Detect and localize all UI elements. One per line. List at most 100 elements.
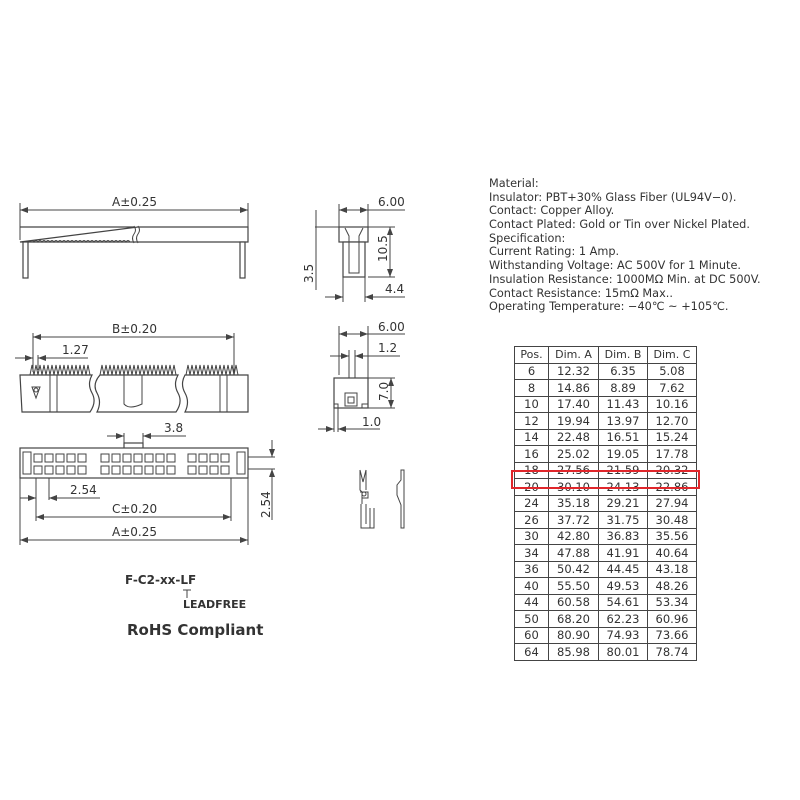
table-cell: 60: [514, 626, 549, 644]
spec-line: Material:: [489, 177, 539, 190]
table-cell: 16.51: [598, 428, 648, 446]
table-cell: 27.56: [548, 461, 599, 479]
table-cell: 8: [514, 379, 549, 397]
table-cell: 40: [514, 577, 549, 595]
leadfree-label: LEADFREE: [183, 598, 247, 611]
table-cell: 21.59: [598, 461, 648, 479]
table-cell: 30.48: [647, 511, 697, 529]
table-cell: 5.08: [647, 362, 697, 380]
table-cell: 6: [514, 362, 549, 380]
table-cell: 36.83: [598, 527, 648, 545]
table-cell: 12: [514, 412, 549, 430]
table-cell: 64: [514, 643, 549, 661]
dim-1-27-label: 1.27: [62, 343, 89, 357]
pin-cavity: [198, 465, 208, 475]
spec-line: Insulation Resistance: 1000MΩ Min. at DC…: [489, 272, 761, 286]
pin-cavity: [66, 465, 76, 475]
pin-cavity: [111, 465, 121, 475]
table-cell: 22.48: [548, 428, 599, 446]
table-cell: 10.16: [647, 395, 697, 413]
table-cell: 14: [514, 428, 549, 446]
dim-10-5-label: 10.5: [376, 235, 390, 262]
pin-cavity: [220, 453, 230, 463]
table-cell: 80.01: [598, 643, 648, 661]
table-cell: 49.53: [598, 577, 648, 595]
table-cell: 74.93: [598, 626, 648, 644]
top-view: 3.8 2.54 2.54 C±0.20 A±0.25: [19, 421, 275, 545]
table-cell: 30: [514, 527, 549, 545]
table-cell: 53.34: [647, 593, 697, 611]
pin-cavity: [166, 465, 176, 475]
table-cell: 60.96: [647, 610, 697, 628]
table-cell: 50: [514, 610, 549, 628]
dim-4-4-label: 4.4: [385, 282, 404, 296]
pin-cavity: [44, 465, 54, 475]
table-cell: 42.80: [548, 527, 599, 545]
pin-cavity: [55, 453, 65, 463]
part-number: F-C2-xx-LF: [125, 573, 197, 587]
dim-2-54-label: 2.54: [70, 483, 97, 497]
table-cell: 55.50: [548, 577, 599, 595]
pin-cavity: [77, 453, 87, 463]
pin-cavity: [44, 453, 54, 463]
table-cell: 35.56: [647, 527, 697, 545]
table-cell: 22.86: [647, 478, 697, 496]
table-cell: 50.42: [548, 560, 599, 578]
table-header-row: Pos. Dim. A Dim. B Dim. C: [514, 346, 697, 364]
pin-cavity: [133, 453, 143, 463]
pin-cavity: [55, 465, 65, 475]
table-cell: 19.94: [548, 412, 599, 430]
table-cell: 73.66: [647, 626, 697, 644]
table-cell: 85.98: [548, 643, 599, 661]
table-cell: 44.45: [598, 560, 648, 578]
pin-cavity: [166, 453, 176, 463]
table-cell: 37.72: [548, 511, 599, 529]
table-cell: 31.75: [598, 511, 648, 529]
pin-cavity: [111, 453, 121, 463]
table-cell: 7.62: [647, 379, 697, 397]
pin-cavity: [66, 453, 76, 463]
pin-cavity: [33, 453, 43, 463]
table-cell: 18: [514, 461, 549, 479]
table-cell: 60.58: [548, 593, 599, 611]
pin-cavity: [122, 465, 132, 475]
side-view-top: 6.00 10.5 3.5 4.4: [302, 195, 405, 302]
table-cell: 43.18: [647, 560, 697, 578]
spec-line: Operating Temperature: −40℃ ~ +105℃.: [489, 300, 729, 314]
pin-cavity: [33, 465, 43, 475]
table-cell: 10: [514, 395, 549, 413]
dim-3-8-label: 3.8: [164, 421, 183, 435]
dim-a-label: A±0.25: [112, 195, 157, 209]
front-view-middle: B±0.20 1.27: [15, 322, 249, 413]
table-cell: 19.05: [598, 445, 648, 463]
dim-1-0-label: 1.0: [362, 415, 381, 429]
table-cell: 13.97: [598, 412, 648, 430]
pin-cavity: [155, 453, 165, 463]
pin-cavity: [100, 453, 110, 463]
dim-b-label: B±0.20: [112, 322, 157, 336]
table-cell: 27.94: [647, 494, 697, 512]
pin-cavity: [209, 453, 219, 463]
table-cell: 6.35: [598, 362, 648, 380]
table-cell: 54.61: [598, 593, 648, 611]
spec-line: Insulator: PBT+30% Glass Fiber (UL94V−0)…: [489, 190, 737, 204]
dim-6-00-mid-label: 6.00: [378, 320, 405, 334]
table-cell: 36: [514, 560, 549, 578]
rohs-label: RoHS Compliant: [127, 621, 264, 639]
table-cell: 47.88: [548, 544, 599, 562]
table-cell: 29.21: [598, 494, 648, 512]
table-cell: 68.20: [548, 610, 599, 628]
table-cell: 44: [514, 593, 549, 611]
side-view-middle: 6.00 1.2 7.0 1.0: [318, 320, 405, 432]
pin-cavity: [198, 453, 208, 463]
